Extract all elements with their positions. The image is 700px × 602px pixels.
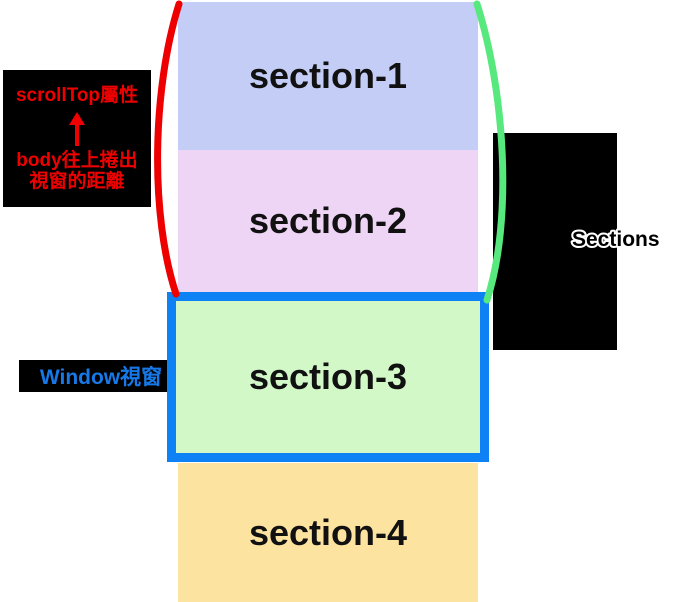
section-2-block: section-2	[178, 150, 478, 292]
window-label-text: Window視窗	[39, 366, 163, 389]
scrolltop-callout-desc-line1: body往上捲出	[16, 150, 138, 171]
section-4-label: section-4	[248, 511, 408, 553]
section-1-block: section-1	[178, 2, 478, 150]
sections-callout-label: Sections	[570, 226, 662, 253]
window-label: Window視窗	[19, 360, 183, 392]
up-arrow-icon	[69, 112, 85, 146]
sections-label-text: Sections	[572, 228, 660, 251]
section-2-label: section-2	[248, 200, 408, 241]
section-1-label: section-1	[248, 55, 408, 96]
section-4-block: section-4	[178, 463, 478, 602]
scrolltop-callout-title: scrollTop屬性	[15, 85, 139, 106]
red-arc-left	[154, 0, 183, 298]
window-viewport-box: section-3	[167, 292, 489, 462]
scrolltop-callout: scrollTop屬性 body往上捲出 視窗的距離	[3, 70, 151, 207]
section-3-block: section-3	[176, 301, 480, 453]
scrolltop-callout-desc-line2: 視窗的距離	[29, 171, 125, 192]
sections-callout-box	[493, 133, 617, 350]
section-3-label: section-3	[248, 356, 408, 397]
